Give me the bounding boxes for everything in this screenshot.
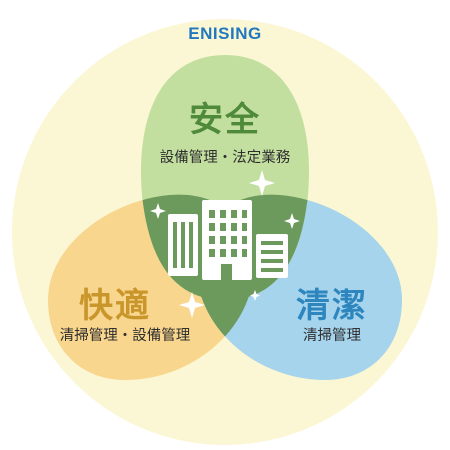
brand-title: ENISING xyxy=(188,24,262,43)
comfort-subtitle: 清掃管理・設備管理 xyxy=(59,328,191,344)
building-windows xyxy=(173,210,283,280)
sparkle-icons xyxy=(150,170,300,318)
comfort-title: 快適 xyxy=(79,286,151,326)
sparkle-icon xyxy=(150,203,166,219)
building-center xyxy=(202,200,252,280)
safety-subtitle: 設備管理・法定業務 xyxy=(159,150,291,166)
sparkle-icon xyxy=(284,213,300,229)
safety-title: 安全 xyxy=(189,100,261,140)
cleanliness-subtitle: 清掃管理 xyxy=(303,328,361,344)
cleanliness-title: 清潔 xyxy=(296,286,368,326)
sparkle-icon xyxy=(250,290,260,301)
sparkle-icon xyxy=(249,170,275,196)
sparkle-icon xyxy=(179,292,205,318)
